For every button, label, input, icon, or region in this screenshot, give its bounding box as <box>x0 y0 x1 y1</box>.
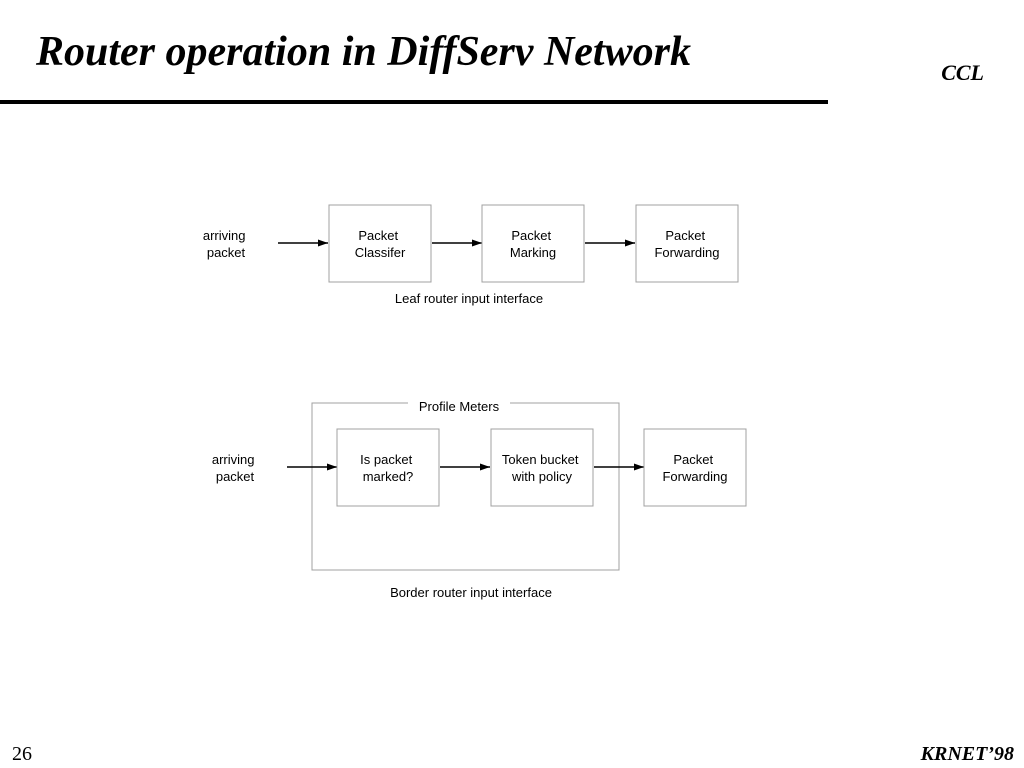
border-node-is-marked-line-2: marked? <box>363 469 414 484</box>
border-node-token-bucket-line-1: Token bucket <box>502 452 579 467</box>
leaf-node-forwarding-box <box>635 204 739 283</box>
leaf-node-classifier-label: Packet Classifer <box>355 228 406 260</box>
leaf-router-diagram: arriving packet Packet Classifer Packet … <box>203 204 739 306</box>
leaf-input-line-2: packet <box>207 245 246 260</box>
leaf-caption: Leaf router input interface <box>395 291 543 306</box>
border-node-forwarding-box <box>643 428 747 507</box>
leaf-input-label: arriving packet <box>203 228 249 260</box>
footer-label: KRNET’98 <box>920 743 1014 765</box>
border-node-forwarding-line-1: Packet <box>673 452 713 467</box>
border-node-is-marked-box <box>336 428 440 507</box>
leaf-node-marking-line-1: Packet <box>511 228 551 243</box>
border-caption: Border router input interface <box>390 585 552 600</box>
border-input-line-2: packet <box>216 469 255 484</box>
leaf-node-classifier-box <box>328 204 432 283</box>
leaf-node-classifier-line-1: Packet <box>358 228 398 243</box>
leaf-node-marking-line-2: Marking <box>510 245 556 260</box>
slide-number: 26 <box>12 743 32 765</box>
leaf-node-classifier: Packet Classifer <box>328 204 432 283</box>
border-node-is-marked: Is packet marked? <box>336 428 440 507</box>
slide-title: Router operation in DiffServ Network <box>36 29 691 75</box>
profile-meters-label: Profile Meters <box>419 399 500 414</box>
border-node-forwarding-line-2: Forwarding <box>662 469 727 484</box>
leaf-node-forwarding-line-2: Forwarding <box>654 245 719 260</box>
leaf-node-classifier-line-2: Classifer <box>355 245 406 260</box>
leaf-node-marking-box <box>481 204 585 283</box>
border-input-line-1: arriving <box>212 452 255 467</box>
border-node-token-bucket-box <box>490 428 594 507</box>
brand-label: CCL <box>941 60 984 85</box>
border-node-forwarding: Packet Forwarding <box>643 428 747 507</box>
leaf-node-forwarding-line-1: Packet <box>665 228 705 243</box>
border-router-diagram: Profile Meters arriving packet Is packet… <box>212 396 747 600</box>
leaf-node-forwarding-label: Packet Forwarding <box>654 228 719 260</box>
border-node-forwarding-label: Packet Forwarding <box>662 452 727 484</box>
leaf-node-forwarding: Packet Forwarding <box>635 204 739 283</box>
border-node-token-bucket-label: Token bucket with policy <box>502 452 582 484</box>
title-divider <box>0 100 828 104</box>
border-node-is-marked-label: Is packet marked? <box>360 452 416 484</box>
border-input-label: arriving packet <box>212 452 258 484</box>
profile-meters-label-gap <box>408 396 510 410</box>
leaf-input-line-1: arriving <box>203 228 246 243</box>
border-node-token-bucket: Token bucket with policy <box>490 428 594 507</box>
leaf-node-marking: Packet Marking <box>481 204 585 283</box>
border-node-is-marked-line-1: Is packet <box>360 452 412 467</box>
border-node-token-bucket-line-2: with policy <box>511 469 572 484</box>
leaf-node-marking-label: Packet Marking <box>510 228 556 260</box>
